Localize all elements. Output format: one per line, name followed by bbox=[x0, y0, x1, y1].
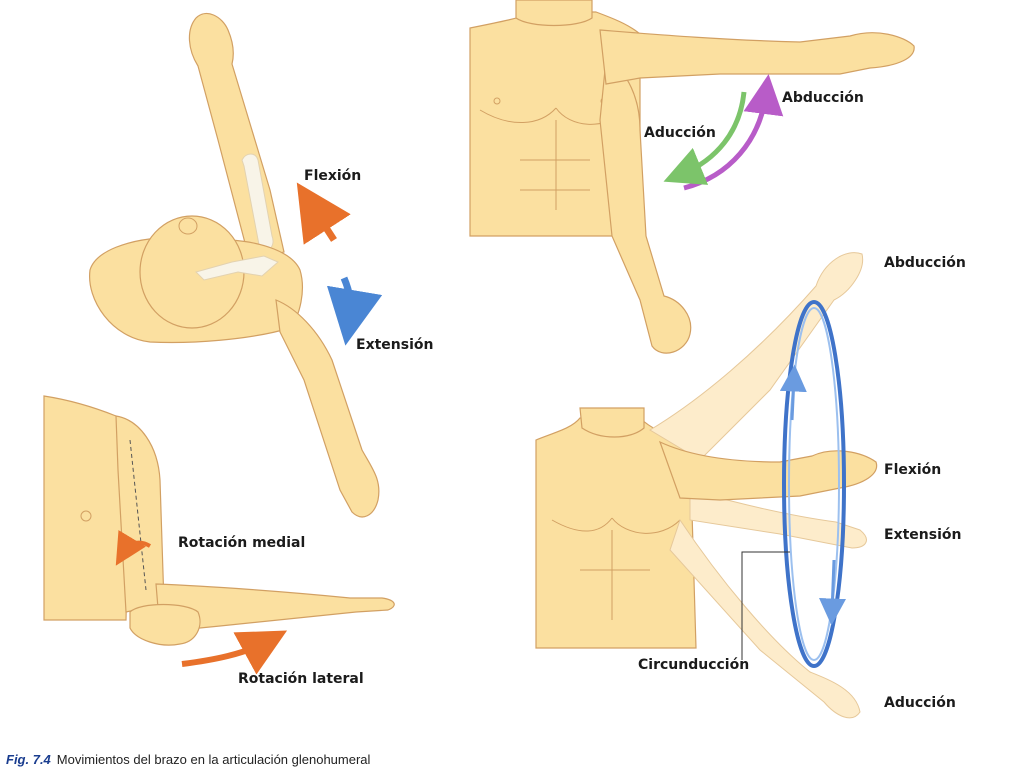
fist bbox=[129, 603, 201, 646]
label-flexion: Flexión bbox=[304, 168, 362, 184]
label-medial-rotation: Rotación medial bbox=[178, 535, 306, 551]
hanging-arm bbox=[599, 59, 692, 354]
clavicle-scapula bbox=[195, 255, 279, 281]
label-abduction-top: Abducción bbox=[782, 90, 864, 106]
ring-down-arrow bbox=[819, 559, 847, 626]
nipple-side bbox=[80, 510, 92, 522]
flexion-arrow bbox=[296, 182, 351, 245]
arm-extension-ghost bbox=[689, 489, 867, 549]
label-adduction-top: Aducción bbox=[644, 125, 716, 141]
lateral-rotation-arrow bbox=[181, 630, 288, 675]
label-abduction-circ: Abducción bbox=[884, 255, 966, 271]
label-flexion-circ: Flexión bbox=[884, 462, 942, 478]
circumduction-panel bbox=[535, 252, 878, 719]
figure-caption: Fig. 7.4 Movimientos del brazo en la arti… bbox=[6, 752, 370, 767]
circumduction-ring bbox=[782, 300, 846, 668]
label-lateral-rotation: Rotación lateral bbox=[238, 671, 364, 687]
chest-lines-lower bbox=[551, 517, 681, 620]
figure-number: Fig. 7.4 bbox=[6, 752, 51, 767]
nipple-left bbox=[493, 97, 501, 105]
arm-adducted-ghost bbox=[669, 518, 861, 719]
ring-up-arrow bbox=[779, 364, 807, 421]
medial-rotation-arrow bbox=[115, 530, 152, 566]
lowered-arm bbox=[275, 299, 380, 518]
extension-arrow bbox=[326, 276, 383, 346]
label-adduction-circ: Aducción bbox=[884, 695, 956, 711]
neck-lower bbox=[579, 407, 645, 438]
flexion-extension-panel bbox=[89, 13, 383, 518]
label-circumduction: Circunducción bbox=[638, 657, 750, 673]
label-extension: Extensión bbox=[356, 337, 434, 353]
rotation-panel bbox=[43, 395, 395, 675]
label-extension-circ: Extensión bbox=[884, 527, 962, 543]
forearm-forward bbox=[155, 583, 395, 633]
nose bbox=[178, 217, 198, 235]
abduction-adduction-panel bbox=[469, 0, 915, 354]
figure-caption-text: Movimientos del brazo en la articulación… bbox=[56, 752, 371, 767]
circumduction-ring-inner bbox=[788, 307, 840, 661]
adduction-arrow bbox=[663, 91, 747, 185]
chest-lines bbox=[479, 107, 625, 210]
abducted-arm bbox=[599, 29, 915, 85]
neck bbox=[515, 0, 593, 27]
circumduction-leader bbox=[741, 551, 790, 660]
